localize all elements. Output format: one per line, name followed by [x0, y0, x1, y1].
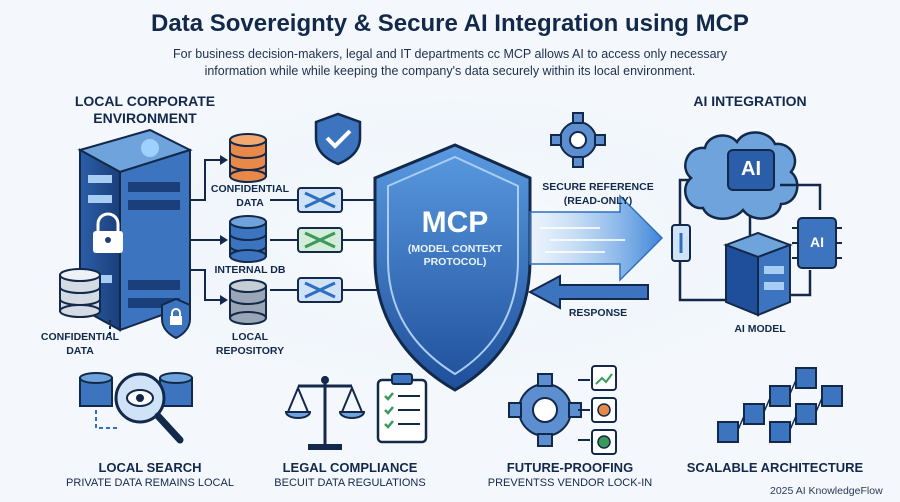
secure-reference-label-line-2: (READ-ONLY) [563, 195, 633, 207]
small-shield-lock-icon [161, 297, 191, 340]
local-search-magnifier-icon [79, 372, 193, 444]
ai-model-label: AI MODEL [734, 323, 786, 335]
compliance-checklist-icon [376, 373, 428, 444]
db4-label-line-2: DATA [66, 345, 94, 357]
mcp-shield-icon [373, 143, 532, 392]
footer-item-2-title: LEGAL COMPLIANCE [282, 460, 418, 475]
server-rack-icon [77, 128, 193, 332]
footer-item-3-title: FUTURE-PROOFING [506, 460, 634, 475]
db4-label-line-1: CONFIDENTIAL [40, 331, 120, 343]
mcp-subtitle-line-1: (MODEL CONTEXT [407, 243, 503, 255]
ai-chip-label: AI [810, 234, 824, 250]
settings-gear-icon [550, 112, 606, 168]
footer-item-1-subtitle: PRIVATE DATA REMAINS LOCAL [66, 477, 234, 489]
response-arrow [527, 274, 649, 310]
ai-brain-icon [684, 131, 799, 220]
db1-label-line-1: CONFIDENTIAL [210, 183, 290, 195]
footer-item-4-title: SCALABLE ARCHITECTURE [686, 460, 864, 475]
page-title: Data Sovereignty & Secure AI Integration… [151, 10, 749, 37]
secure-reference-label-line-1: SECURE REFERENCE [542, 181, 654, 193]
subtitle-line-1: For business decision-makers, legal and … [173, 47, 727, 61]
ai-connector-icon [671, 224, 691, 262]
ai-brain-label: AI [741, 158, 761, 180]
left-heading-line-2: ENVIRONMENT [93, 110, 197, 126]
pipe-connectors [270, 187, 380, 303]
footer-item-1-title: LOCAL SEARCH [98, 460, 202, 475]
footer-item-2-subtitle: BECUIT DATA REGULATIONS [274, 477, 426, 489]
right-heading: AI INTEGRATION [693, 93, 807, 109]
lock-icon [93, 212, 123, 253]
footer-item-3-subtitle: PREVENTSS VENDOR LOCK-IN [487, 477, 653, 489]
secure-reference-arrow [529, 194, 664, 282]
ai-model-server-icon [723, 231, 793, 317]
confidential-data-database-stack-icon [59, 268, 101, 318]
db1-label-line-2: DATA [236, 197, 264, 209]
credit-text: 2025 AI KnowledgeFlow [770, 485, 883, 497]
legal-scales-icon [284, 376, 366, 450]
local-repository-database-icon [229, 279, 267, 325]
check-shield-icon [314, 112, 362, 166]
mcp-title: MCP [421, 206, 489, 239]
confidential-data-database-icon [229, 133, 267, 183]
db3-label-line-2: REPOSITORY [215, 345, 285, 357]
subtitle-line-2: information while while keeping the comp… [204, 64, 696, 78]
left-heading-line-1: LOCAL CORPORATE [74, 93, 216, 109]
ai-chip-icon [792, 217, 842, 269]
db3-label-line-1: LOCAL [231, 331, 269, 343]
future-proofing-mini-icons [578, 365, 617, 455]
mcp-subtitle-line-2: PROTOCOL) [423, 256, 487, 268]
response-label: RESPONSE [568, 307, 628, 319]
internal-db-database-icon [229, 215, 267, 263]
scalable-cubes-icon [717, 367, 843, 443]
db2-label: INTERNAL DB [214, 264, 286, 276]
